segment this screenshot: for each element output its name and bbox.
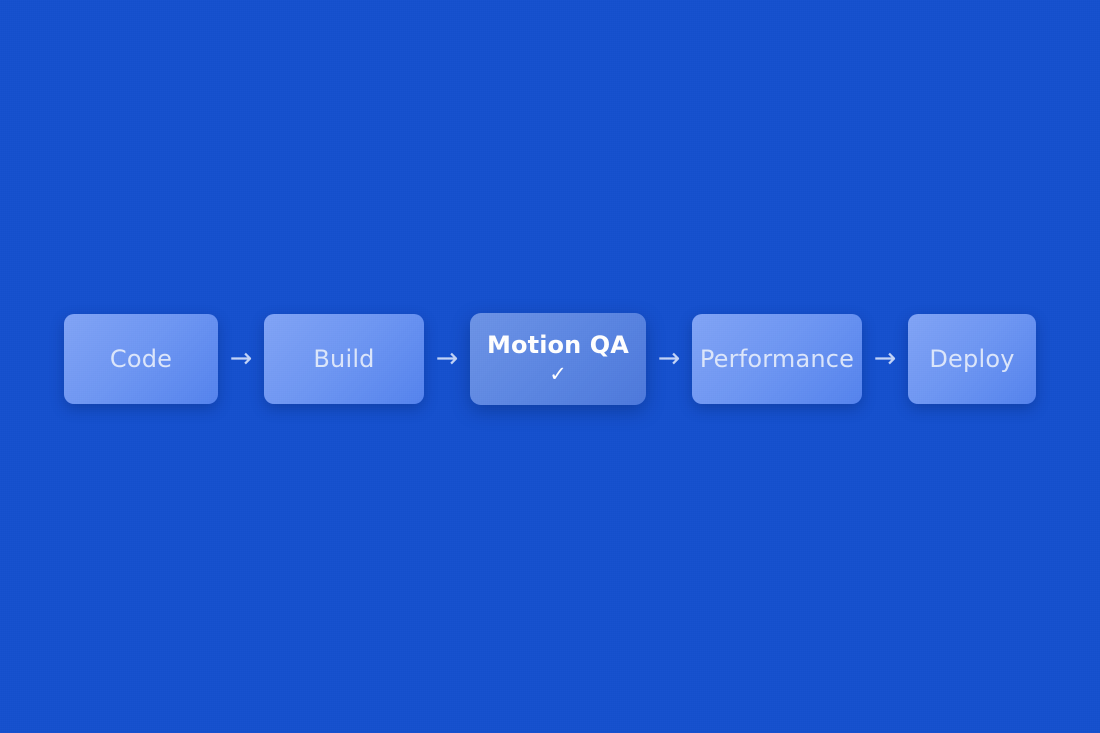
arrow-right-glyph: →	[873, 343, 897, 374]
pipeline-stage-build[interactable]: Build	[264, 313, 424, 404]
pipeline-flow: Code → Build → Motion QA ✓ → Performance…	[0, 311, 1100, 406]
arrow-right-glyph: →	[229, 343, 253, 374]
pipeline-stage-label: Deploy	[929, 344, 1015, 373]
pipeline-stage-label: Performance	[699, 344, 855, 373]
pipeline-stage-deploy[interactable]: Deploy	[908, 313, 1036, 404]
check-icon: ✓	[549, 361, 567, 386]
arrow-right-icon: →	[424, 345, 470, 372]
arrow-right-icon: →	[646, 345, 692, 372]
arrow-right-glyph: →	[435, 343, 459, 374]
pipeline-stage-label: Build	[313, 344, 375, 373]
arrow-right-icon: →	[862, 345, 908, 372]
arrow-right-glyph: →	[657, 343, 681, 374]
pipeline-stage-motion-qa[interactable]: Motion QA ✓	[470, 312, 646, 405]
pipeline-stage-code[interactable]: Code	[64, 313, 218, 404]
pipeline-stage-performance[interactable]: Performance	[692, 313, 862, 404]
pipeline-stage-label: Motion QA	[487, 330, 629, 359]
arrow-right-icon: →	[218, 345, 264, 372]
pipeline-stage-label: Code	[109, 344, 173, 373]
